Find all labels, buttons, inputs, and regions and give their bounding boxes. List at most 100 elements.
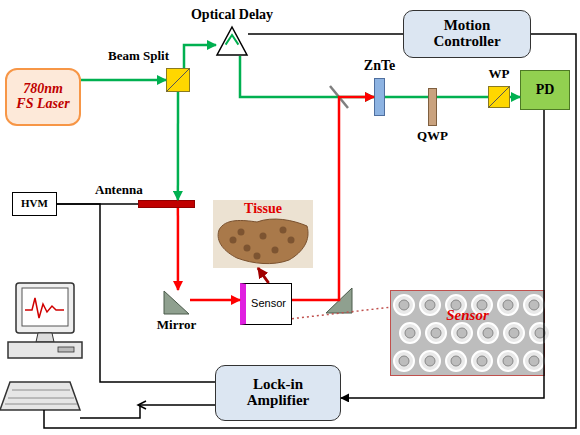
signal-wire — [341, 110, 544, 398]
part-label: QWP — [417, 129, 448, 143]
screen — [22, 288, 68, 326]
tissue-texture — [254, 253, 261, 260]
laser-source: 780nm FS Laser — [5, 68, 81, 126]
prism-shape — [217, 27, 247, 55]
tissue-texture — [238, 229, 245, 236]
part-label: Antenna — [95, 183, 143, 197]
probe-beam — [177, 92, 180, 200]
resonator-gap — [425, 356, 435, 366]
box-label: Lock-in Amplifier — [228, 377, 328, 409]
part-label: ZnTe — [364, 59, 395, 74]
tissue-texture — [272, 247, 279, 254]
box-label: Motion Controller — [411, 18, 523, 50]
wollaston-prism: WP — [488, 86, 510, 108]
resonator-ring — [472, 351, 492, 371]
resonator-gap — [509, 328, 519, 338]
monitor — [16, 283, 74, 333]
emitter-antenna: Antenna — [138, 200, 195, 208]
part-label: Optical Delay — [191, 8, 273, 23]
resonator-gap — [529, 356, 539, 366]
sensor-micrograph-outline — [390, 290, 545, 376]
cube-shape — [489, 87, 510, 108]
resonator-gap — [529, 300, 539, 310]
part-label: Sensor — [446, 308, 489, 324]
resonator-gap — [457, 328, 467, 338]
thz-beam — [292, 97, 374, 300]
computer-base — [8, 342, 82, 358]
controller-box: Motion Controller — [403, 10, 531, 58]
monitor-stand — [36, 333, 54, 342]
resonator-ring — [524, 351, 544, 371]
sensor-chip: Sensor — [240, 283, 292, 325]
probe-beam — [510, 96, 520, 99]
quarter-wave-plate: QWP — [428, 88, 437, 126]
box-label: 780nm FS Laser — [14, 82, 72, 111]
wire-arrow — [138, 401, 146, 409]
probe-beam — [437, 96, 488, 99]
resonator-gap — [399, 300, 409, 310]
part-label: Mirror — [157, 318, 196, 332]
signal-wire — [57, 203, 138, 205]
wollaston-prism-outline — [488, 86, 510, 108]
data-wire — [80, 405, 215, 418]
thz-beam — [177, 208, 180, 290]
cube-shape — [167, 69, 190, 92]
resonator-ring — [524, 295, 544, 315]
resonator-ring — [498, 295, 518, 315]
tissue-texture — [288, 237, 295, 244]
resonator-gap — [503, 356, 513, 366]
sample-arrow — [258, 268, 269, 283]
cube-diagonal — [167, 69, 190, 92]
resonator-ring — [426, 323, 446, 343]
resonator-ring — [400, 323, 420, 343]
resonator-gap — [399, 356, 409, 366]
resonator-ring — [394, 351, 414, 371]
quarter-wave-plate-outline — [428, 88, 437, 126]
waveform — [25, 298, 64, 318]
resonator-ring — [420, 351, 440, 371]
signal-wire — [57, 204, 215, 382]
optical-delay-prism: Optical Delay — [216, 26, 248, 56]
resonator-ring — [394, 295, 414, 315]
tissue-texture — [260, 233, 267, 240]
resonator-ring — [446, 351, 466, 371]
probe-beam — [240, 56, 374, 97]
probe-beam — [81, 79, 166, 82]
control-wire — [44, 34, 576, 428]
box-label: PD — [536, 83, 555, 98]
computer-icon — [0, 283, 82, 410]
photodetector: PD — [520, 70, 570, 110]
tissue-photo: Tissue — [213, 200, 313, 268]
plate-shape — [375, 79, 385, 116]
keyboard-keys — [5, 390, 77, 404]
retro-path — [226, 35, 239, 45]
optical-delay-prism-outline — [216, 26, 248, 56]
thz-beam — [190, 299, 240, 302]
box-label: HVM — [21, 198, 48, 210]
znte-crystal-outline — [374, 78, 385, 116]
zoom-leader — [292, 307, 390, 319]
resonator-gap — [425, 300, 435, 310]
resonator-ring — [530, 323, 550, 343]
tissue-texture — [280, 227, 287, 234]
znte-crystal: ZnTe — [374, 78, 385, 116]
resonator-ring — [504, 323, 524, 343]
box-label: Sensor — [251, 298, 286, 310]
part-label: WP — [489, 67, 510, 81]
resonator-ring — [452, 323, 472, 343]
resonator-ring — [498, 351, 518, 371]
part-label: Tissue — [244, 202, 282, 217]
keyboard — [0, 382, 80, 410]
signal-wire — [248, 33, 403, 35]
drive-slot — [58, 347, 74, 352]
mirror-shape — [164, 291, 189, 314]
resonator-ring — [478, 323, 498, 343]
tissue-texture — [244, 245, 251, 252]
resonator-gap — [431, 328, 441, 338]
photo-background — [213, 200, 313, 268]
sensor-micrograph: Sensor — [390, 290, 545, 376]
beam-splitter-outline — [166, 68, 190, 92]
resonator-gap — [477, 356, 487, 366]
probe-beam — [385, 96, 428, 99]
